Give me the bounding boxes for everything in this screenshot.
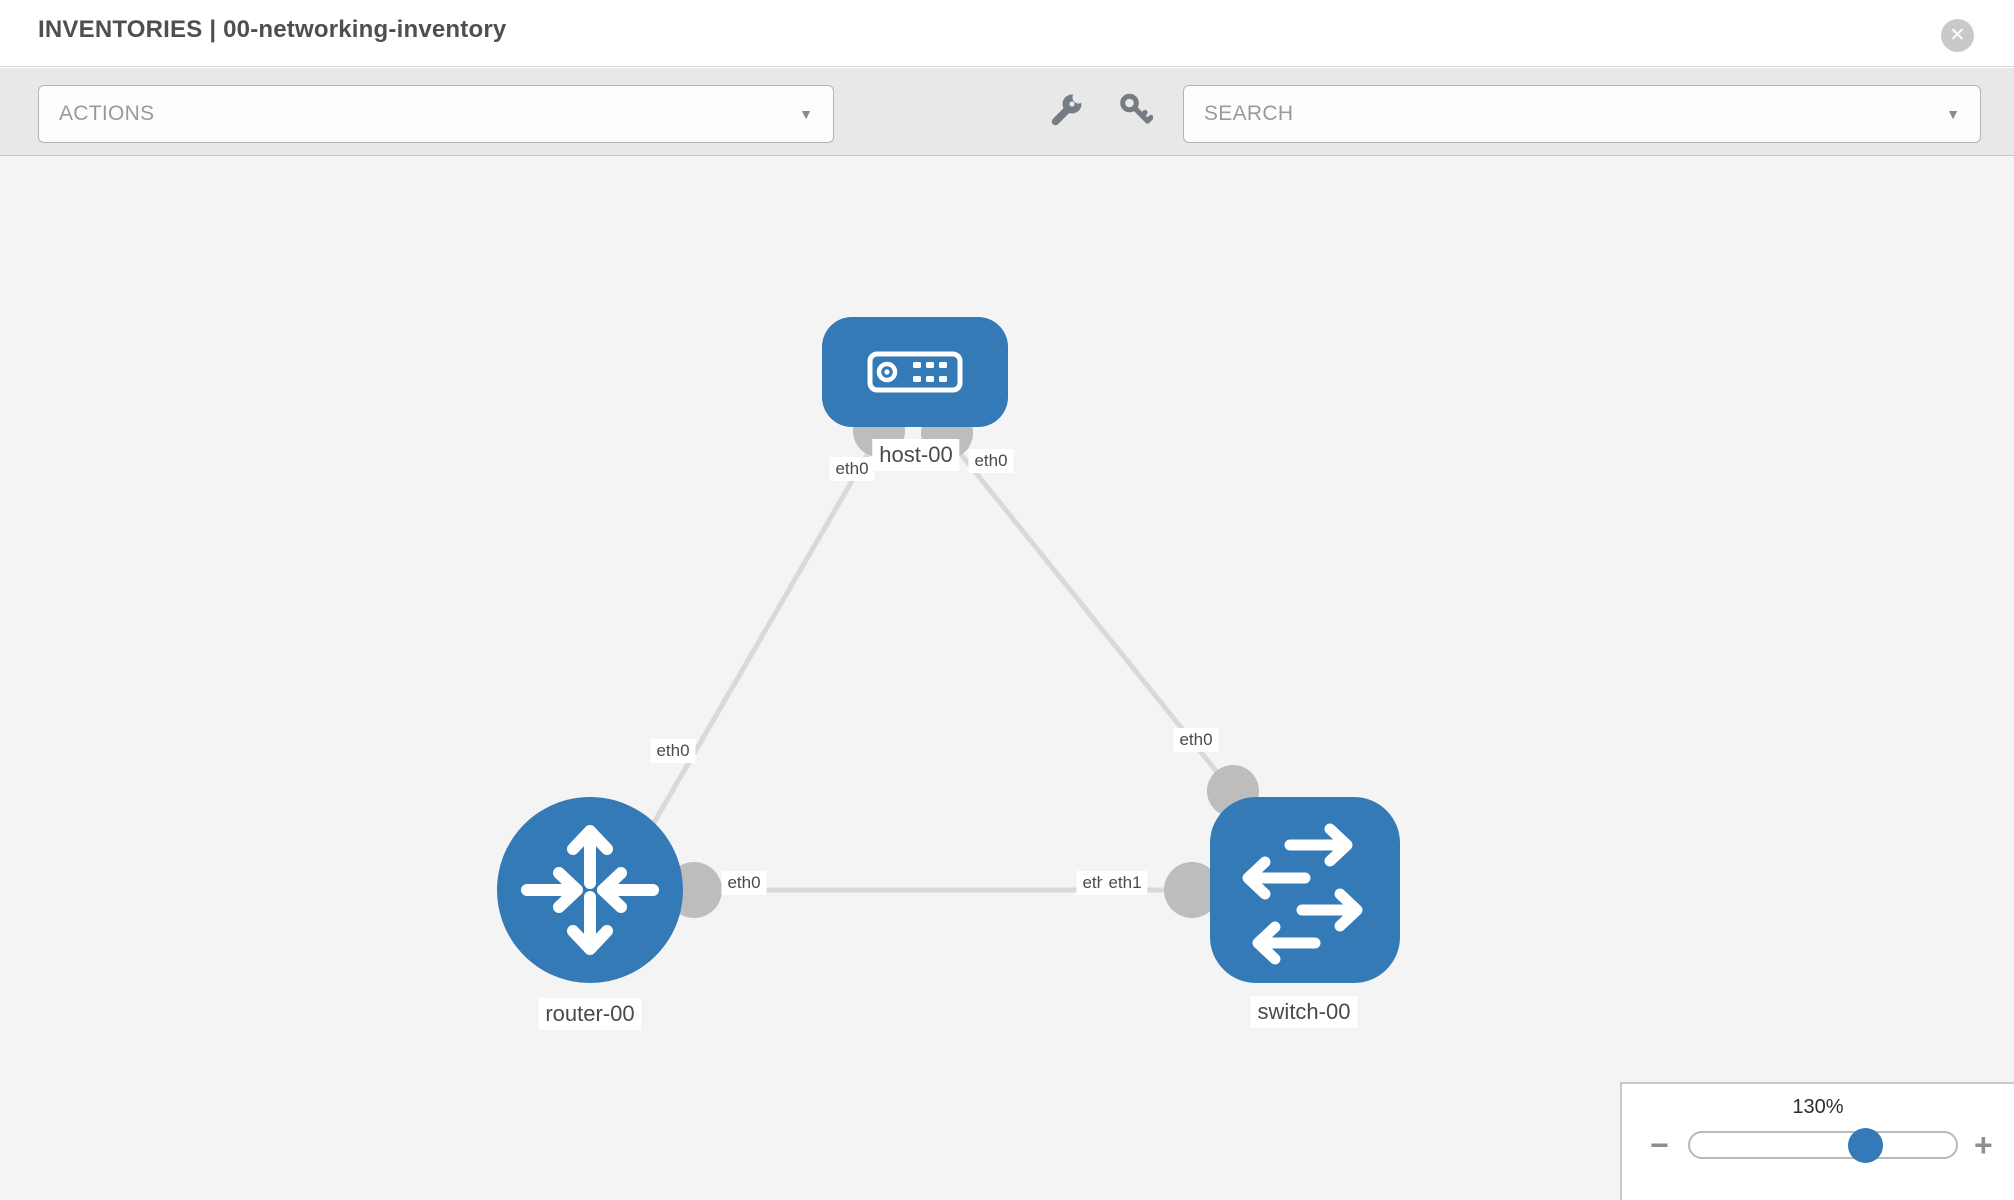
- host-icon: [867, 351, 963, 393]
- node-label-router[interactable]: router-00: [538, 998, 642, 1030]
- node-label-host[interactable]: host-00: [872, 439, 960, 471]
- close-icon[interactable]: ✕: [1941, 19, 1974, 52]
- zoom-slider[interactable]: [1688, 1128, 1958, 1163]
- node-router-00[interactable]: [497, 797, 683, 983]
- zoom-in-button[interactable]: +: [1974, 1127, 1993, 1163]
- chevron-down-icon: ▼: [799, 106, 813, 122]
- interface-label-switch-eth0-top: eth0: [1173, 728, 1219, 752]
- interface-label-switch-eth1: eth1: [1102, 871, 1148, 895]
- chevron-down-icon: ▼: [1946, 106, 1960, 122]
- topology-canvas[interactable]: host-00 router-00 switch-00 eth0 eth0 et…: [0, 156, 2014, 1200]
- zoom-out-button[interactable]: −: [1650, 1127, 1669, 1163]
- search-dropdown[interactable]: SEARCH ▼: [1183, 85, 1981, 143]
- key-icon[interactable]: [1117, 92, 1153, 128]
- search-dropdown-label: SEARCH: [1204, 102, 1294, 125]
- actions-dropdown-label: ACTIONS: [59, 102, 155, 125]
- switch-icon: [1242, 823, 1363, 965]
- zoom-control-panel: 130% − +: [1620, 1082, 2014, 1200]
- node-label-switch[interactable]: switch-00: [1250, 996, 1358, 1028]
- topology-links-layer: [649, 405, 1259, 918]
- node-host-00[interactable]: [822, 317, 1008, 427]
- interface-label-host-eth0-right: eth0: [968, 449, 1014, 473]
- router-icon: [521, 825, 659, 955]
- page-title: INVENTORIES | 00-networking-inventory: [38, 16, 507, 43]
- port-switch-eth1[interactable]: [1164, 862, 1220, 918]
- zoom-slider-thumb[interactable]: [1848, 1128, 1883, 1163]
- header: INVENTORIES | 00-networking-inventory ✕: [0, 0, 2014, 67]
- node-switch-00[interactable]: [1210, 797, 1400, 983]
- toolbar: ACTIONS ▼ SEARCH ▼: [0, 68, 2014, 156]
- interface-label-host-eth0-left: eth0: [829, 457, 875, 481]
- interface-label-router-eth0-right: eth0: [721, 871, 767, 895]
- zoom-level-value: 130%: [1792, 1096, 1844, 1118]
- link-host-router[interactable]: [649, 434, 881, 828]
- interface-label-router-eth0-top: eth0: [650, 739, 696, 763]
- actions-dropdown[interactable]: ACTIONS ▼: [38, 85, 834, 143]
- wrench-icon[interactable]: [1048, 92, 1084, 128]
